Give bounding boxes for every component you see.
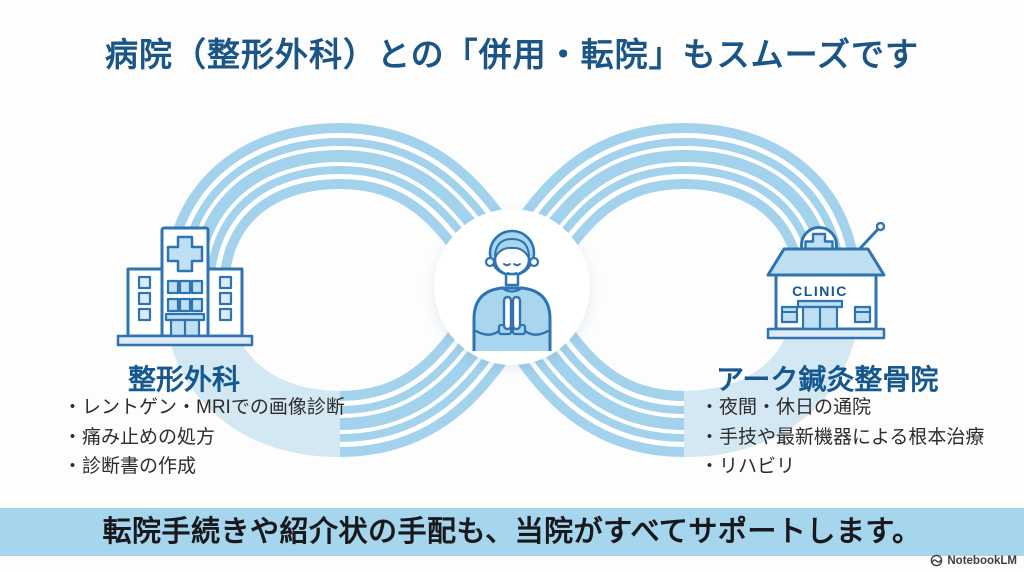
list-item: ・夜間・休日の通院 [700,397,872,418]
hospital-heading: 整形外科 [128,364,241,395]
support-banner: 転院手続きや紹介状の手配も、当院がすべてサポートします。 [0,508,1024,556]
medical-cross-icon [166,235,204,273]
closed-eye-left [503,263,511,267]
closed-eye-right [513,263,521,267]
clinic-icon: CLINIC [766,222,886,340]
list-item: ・リハビリ [700,456,796,477]
watermark-label: NotebookLM [947,554,1017,567]
clinic-bullet-list: ・夜間・休日の通院 ・手技や最新機器による根本治療 ・リハビリ [700,393,984,482]
list-item: ・レントゲン・MRIでの画像診断 [63,397,345,418]
clinic-sign-text: CLINIC [792,283,848,299]
list-item: ・痛み止めの処方 [63,426,216,448]
notebooklm-watermark: NotebookLM [930,554,1017,567]
praying-hands [502,295,513,331]
hospital-bullet-list: ・レントゲン・MRIでの画像診断 ・痛み止めの処方 ・診断書の作成 [63,393,345,482]
praying-person-icon [472,229,552,351]
list-item: ・手技や最新機器による根本治療 [700,426,985,448]
hospital-icon [116,226,254,347]
notebooklm-logo-icon [931,554,943,567]
support-banner-text: 転院手続きや紹介状の手配も、当院がすべてサポートします。 [102,516,922,548]
clinic-heading: アーク鍼灸整骨院 [716,364,939,395]
clinic-roof [766,247,886,277]
page-title: 病院（整形外科）との「併用・転院」もスムーズです [104,36,920,73]
list-item: ・診断書の作成 [63,456,197,477]
